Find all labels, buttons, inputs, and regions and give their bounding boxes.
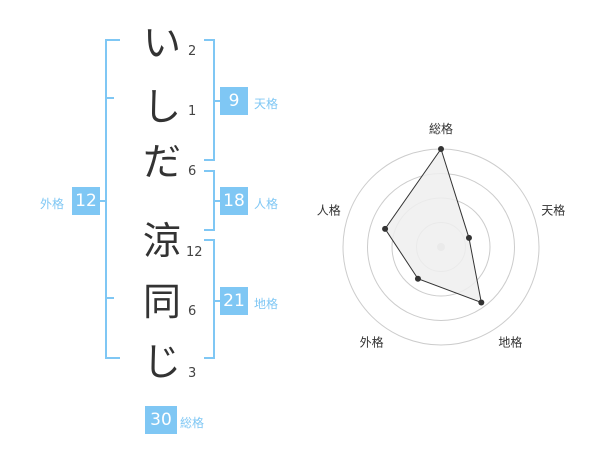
stroke-count: 2 xyxy=(188,44,197,59)
name-char: 涼 xyxy=(142,219,181,263)
name-char: だ xyxy=(142,140,181,184)
radar-series-polygon xyxy=(384,147,482,304)
radar-data-point xyxy=(438,146,444,152)
tenkaku-value: 9 xyxy=(220,87,248,115)
chikaku-value: 21 xyxy=(220,287,248,315)
soukaku-value: 30 xyxy=(145,406,177,434)
stroke-count: 3 xyxy=(188,366,197,381)
jinkaku-value: 18 xyxy=(220,187,248,215)
stroke-count: 6 xyxy=(188,304,197,319)
tenkaku-label: 天格 xyxy=(254,97,279,111)
radar-axis-label: 外格 xyxy=(360,334,384,349)
gaikaku-label: 外格 xyxy=(40,197,65,211)
radar-axis-label: 天格 xyxy=(541,203,565,218)
jinkaku-label: 人格 xyxy=(254,197,279,211)
radar-data-point xyxy=(465,234,472,241)
radar-data-point xyxy=(382,225,389,232)
name-char: い xyxy=(142,21,181,65)
chikaku-label: 地格 xyxy=(254,297,279,311)
radar-data-point xyxy=(478,299,485,306)
radar-axis-label: 総格 xyxy=(429,121,453,136)
stroke-count: 6 xyxy=(188,164,197,179)
name-char: じ xyxy=(142,340,181,384)
soukaku-label: 総格 xyxy=(180,416,205,430)
name-char: 同 xyxy=(142,280,181,324)
name-char: し xyxy=(142,85,181,129)
stroke-count: 12 xyxy=(186,245,203,260)
gaikaku-value: 12 xyxy=(72,187,100,215)
radar-axis-label: 人格 xyxy=(317,203,341,218)
radar-axis-label: 地格 xyxy=(498,334,522,349)
radar-data-point xyxy=(414,275,421,282)
stroke-count: 1 xyxy=(188,104,197,119)
